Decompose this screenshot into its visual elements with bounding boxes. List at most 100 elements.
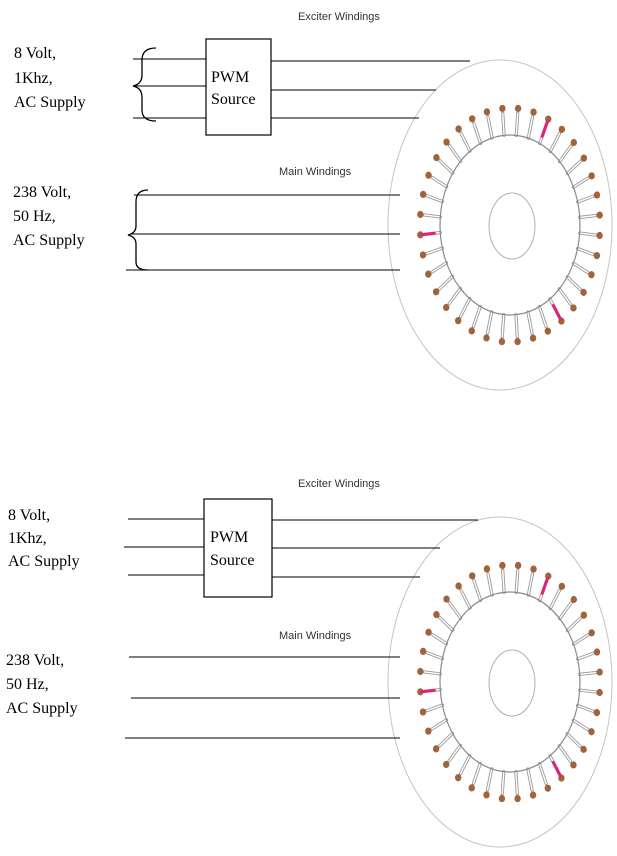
- winding-coil: [580, 611, 588, 619]
- winding-coil: [596, 211, 603, 219]
- winding-coil: [530, 565, 537, 573]
- stator-slot-inner: [459, 754, 471, 775]
- stator-slot-inner: [558, 288, 572, 306]
- stator-slot-inner: [426, 247, 444, 255]
- winding-coil: [417, 231, 424, 239]
- stator-slot-inner: [576, 247, 594, 255]
- winding-coil: [596, 231, 603, 240]
- stator-inner-ring: [439, 134, 581, 316]
- winding-coil: [468, 115, 476, 123]
- winding-coil: [443, 138, 450, 146]
- stator-slot-inner: [501, 313, 505, 338]
- stator-slot-inner: [576, 195, 594, 203]
- exciter-coil: [540, 120, 549, 138]
- winding-coil: [529, 791, 537, 799]
- stator-slot-inner: [549, 132, 561, 153]
- stator-outer-ring: [387, 59, 613, 391]
- winding-coil: [593, 251, 601, 260]
- pwm-line-2: Source: [211, 91, 255, 108]
- exciter-coil: [540, 577, 549, 595]
- winding-coil: [419, 647, 427, 656]
- stator-slot-inner: [549, 589, 561, 610]
- winding-coil: [442, 760, 450, 769]
- winding-coil: [417, 210, 424, 219]
- stator-slot-inner: [487, 573, 493, 596]
- stator-slot-inner: [431, 719, 448, 730]
- pwm-source-box: [203, 498, 273, 598]
- source2-line-type: AC Supply: [13, 232, 85, 249]
- winding-coil: [425, 270, 432, 278]
- stator-slot-inner: [558, 602, 572, 620]
- source2-label: 238 Volt, 50 Hz, AC Supply: [13, 184, 85, 249]
- winding-coil: [454, 774, 462, 782]
- stator-slot-inner: [459, 297, 471, 318]
- winding-coil: [596, 668, 603, 676]
- pwm-source-box: [205, 38, 272, 136]
- winding-coil: [442, 303, 450, 312]
- winding-coil: [499, 104, 506, 113]
- exciter-coil: [420, 688, 436, 694]
- winding-coil: [419, 708, 427, 716]
- stator-slot-inner: [566, 617, 582, 632]
- source2-line-voltage: 238 Volt,: [13, 184, 71, 201]
- winding-coil: [443, 595, 450, 603]
- stator-top: [387, 59, 613, 391]
- bottom-diagram: Exciter Windings Main Windings 8 Volt, 1…: [6, 478, 613, 848]
- source1-label: 8 Volt, 1Khz, AC Supply: [14, 45, 86, 111]
- winding-coil: [483, 565, 491, 573]
- winding-coil: [468, 784, 475, 792]
- winding-coil: [570, 304, 577, 312]
- stator-slot-inner: [576, 652, 594, 660]
- winding-coil: [593, 708, 601, 717]
- winding-coil: [498, 794, 506, 803]
- winding-coil: [514, 794, 521, 803]
- source2-brace: [127, 189, 149, 271]
- stator-slot-inner: [566, 733, 582, 748]
- winding-coil: [468, 327, 475, 335]
- stator-slot-inner: [486, 311, 493, 334]
- stator-slot-inner: [527, 311, 533, 334]
- winding-coil: [588, 172, 595, 180]
- pwm-line-1: PWM: [211, 69, 249, 86]
- winding-coil: [432, 745, 440, 753]
- stator-slot-inner: [448, 601, 462, 619]
- stator-slot-inner: [579, 671, 597, 676]
- winding-coil: [570, 761, 577, 769]
- winding-coil: [544, 327, 552, 335]
- winding-coil: [499, 561, 506, 570]
- stator-coils: [417, 561, 603, 803]
- source2-line-type: AC Supply: [6, 700, 78, 717]
- stator-slot-inner: [487, 116, 493, 139]
- stator-slot-inner: [515, 313, 518, 338]
- winding-coil: [570, 138, 578, 147]
- stator-slot-inner: [502, 112, 505, 137]
- stator-slot-inner: [423, 671, 441, 675]
- top-diagram: Exciter Windings Main Windings 8 Volt, 1…: [13, 11, 613, 391]
- winding-coil: [544, 784, 552, 792]
- stator-outer-ring: [387, 516, 613, 848]
- winding-coil: [580, 745, 587, 753]
- stator-slot-inner: [448, 744, 462, 762]
- source2-line-frequency: 50 Hz,: [6, 676, 49, 693]
- stator-slot-inner: [572, 719, 589, 731]
- rotor-shaft: [488, 192, 536, 260]
- winding-coil: [580, 288, 587, 296]
- source1-line-type: AC Supply: [8, 553, 80, 570]
- stator-coils: [417, 104, 603, 346]
- source2-label: 238 Volt, 50 Hz, AC Supply: [6, 652, 78, 717]
- stator-slot-inner: [579, 232, 597, 236]
- winding-coil: [558, 125, 566, 133]
- winding-coil: [588, 728, 595, 736]
- stator-slot-inner: [438, 159, 454, 174]
- winding-coil: [432, 288, 440, 296]
- winding-coil: [593, 648, 601, 656]
- winding-coil: [425, 171, 432, 179]
- stator-slot-inner: [502, 569, 505, 594]
- winding-coil: [468, 572, 476, 580]
- main-windings-label: Main Windings: [279, 630, 352, 642]
- winding-coil: [425, 628, 432, 636]
- source1-line-voltage: 8 Volt,: [8, 507, 50, 524]
- stator-slot-inner: [579, 689, 597, 693]
- winding-coil: [454, 317, 462, 325]
